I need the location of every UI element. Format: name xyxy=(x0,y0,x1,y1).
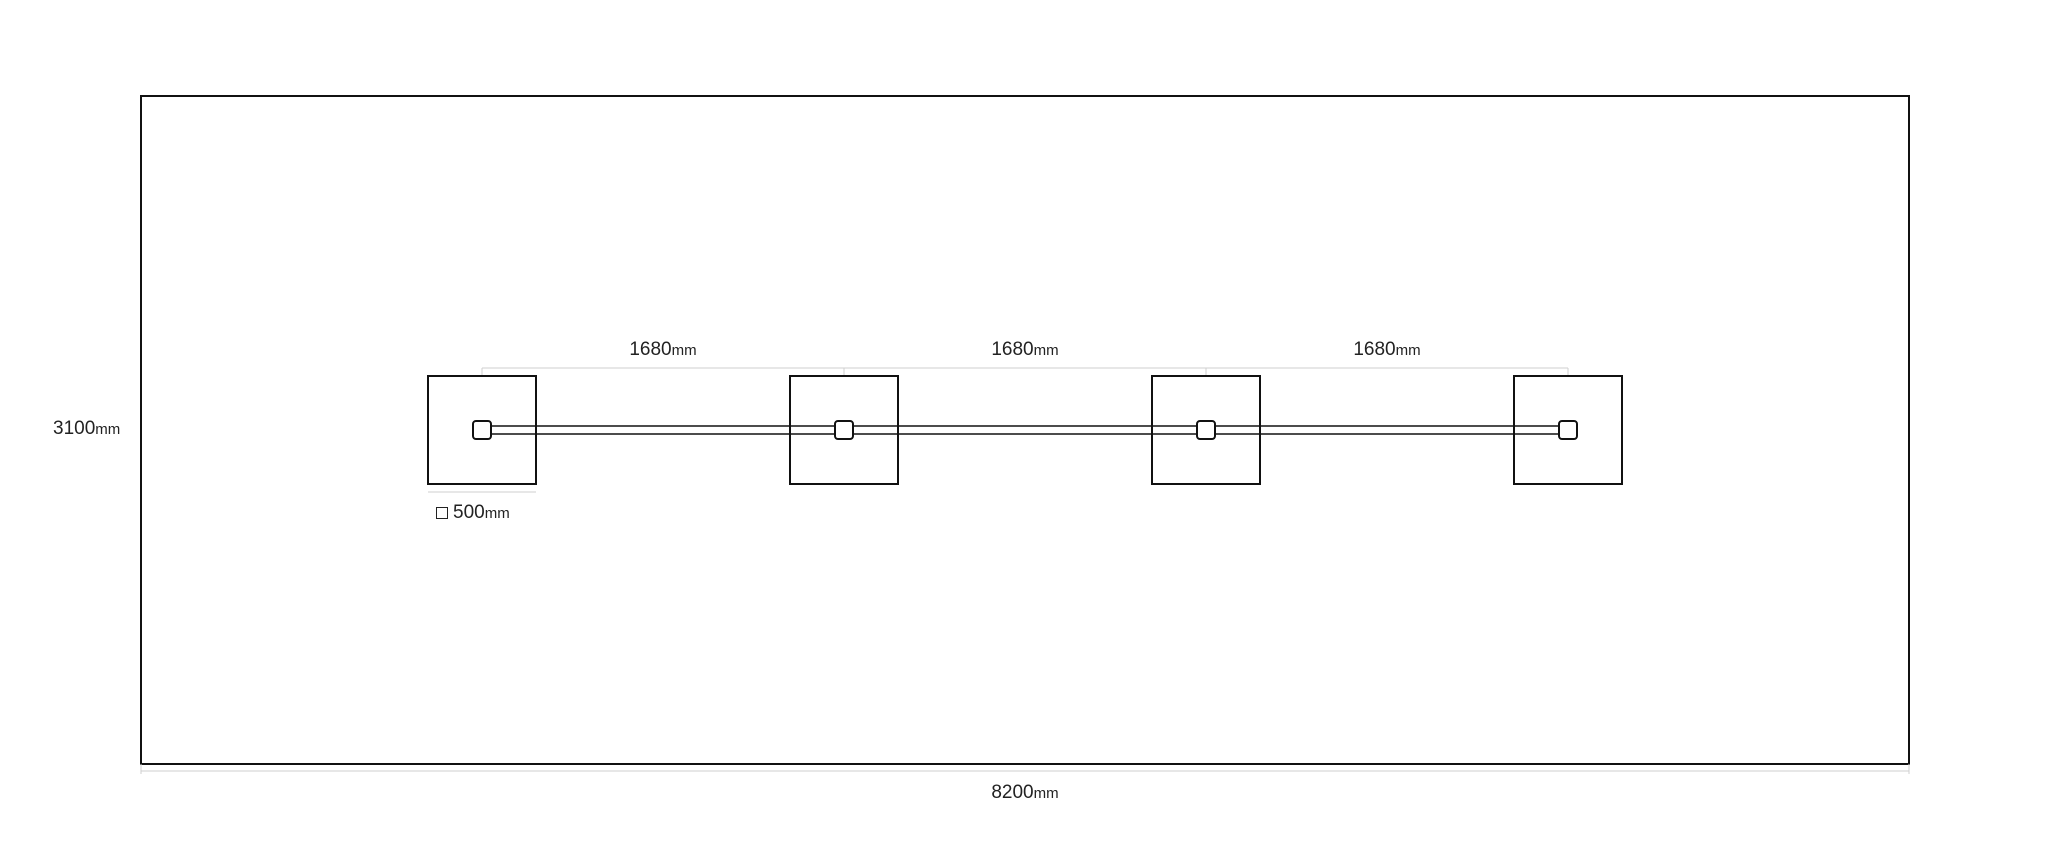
spacing-value-1: 1680 xyxy=(629,339,672,360)
square-icon xyxy=(436,507,448,519)
footing xyxy=(1513,375,1623,485)
spacing-label-1: 1680mm xyxy=(629,340,696,359)
spacing-label-2: 1680mm xyxy=(991,340,1058,359)
overall-width-unit: mm xyxy=(1033,785,1059,802)
footing-size-unit: mm xyxy=(484,505,510,522)
connecting-beam xyxy=(482,425,1568,435)
overall-height-unit: mm xyxy=(95,421,121,438)
footing xyxy=(789,375,899,485)
footing-pad xyxy=(427,375,537,485)
spacing-unit-1: mm xyxy=(671,342,697,359)
post-square xyxy=(834,420,854,440)
overall-width-value: 8200 xyxy=(991,782,1034,803)
spacing-unit-3: mm xyxy=(1395,342,1421,359)
spacing-value-2: 1680 xyxy=(991,339,1034,360)
spacing-unit-2: mm xyxy=(1033,342,1059,359)
footing xyxy=(1151,375,1261,485)
overall-width-dimension-line xyxy=(140,764,1910,774)
post-square xyxy=(1196,420,1216,440)
spacing-dimension-lines xyxy=(481,367,1569,376)
footing-size-value: 500 xyxy=(453,502,485,523)
footing xyxy=(427,375,537,485)
overall-height-value: 3100 xyxy=(53,418,96,439)
overall-width-label: 8200mm xyxy=(991,783,1058,802)
overall-height-label: 3100mm xyxy=(53,419,120,438)
footing-size-label: 500mm xyxy=(436,503,510,522)
footing-pad xyxy=(1513,375,1623,485)
footing-pad xyxy=(789,375,899,485)
site-boundary xyxy=(140,95,1910,765)
spacing-label-3: 1680mm xyxy=(1353,340,1420,359)
footing-pad xyxy=(1151,375,1261,485)
post-square xyxy=(1558,420,1578,440)
post-square xyxy=(472,420,492,440)
spacing-value-3: 1680 xyxy=(1353,339,1396,360)
